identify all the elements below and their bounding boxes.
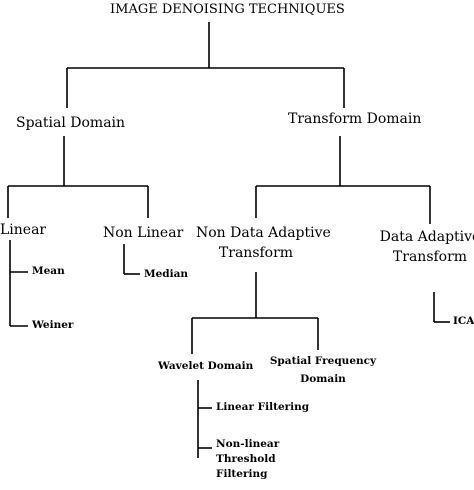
node-dat-line-2: Transform xyxy=(392,249,468,266)
node-weiner: Weiner xyxy=(32,319,74,331)
node-ntf-line-3: Filtering xyxy=(216,468,268,481)
node-data-adaptive-transform: Data Adaptive Transform xyxy=(378,229,474,265)
node-linear-filtering: Linear Filtering xyxy=(216,401,310,413)
node-non-data-adaptive-transform: Non Data Adaptive Transform xyxy=(196,225,331,262)
node-spatial-domain: Spatial Domain xyxy=(16,115,126,131)
node-ndat-line-1: Non Data Adaptive xyxy=(196,225,331,241)
diagram-title: IMAGE DENOISING TECHNIQUES xyxy=(110,2,345,17)
node-median: Median xyxy=(144,268,189,280)
node-ica: ICA xyxy=(453,315,474,327)
node-ntf-line-1: Non-linear xyxy=(216,438,280,450)
node-ntf-line-2: Threshold xyxy=(216,453,276,466)
node-dat-line-1: Data Adaptive xyxy=(379,229,474,245)
node-sfd-line-2: Domain xyxy=(300,373,346,386)
node-spatial-frequency-domain: Spatial Frequency Domain xyxy=(268,355,378,385)
node-sfd-line-1: Spatial Frequency xyxy=(269,355,377,367)
node-transform-domain: Transform Domain xyxy=(288,111,422,127)
node-ndat-line-2: Transform xyxy=(218,245,294,262)
node-non-linear: Non Linear xyxy=(103,225,184,241)
node-linear: Linear xyxy=(0,222,47,238)
node-mean: Mean xyxy=(32,265,65,277)
node-nonlinear-threshold-filtering: Non-linear Threshold Filtering xyxy=(216,438,279,480)
node-wavelet-domain: Wavelet Domain xyxy=(158,360,254,372)
